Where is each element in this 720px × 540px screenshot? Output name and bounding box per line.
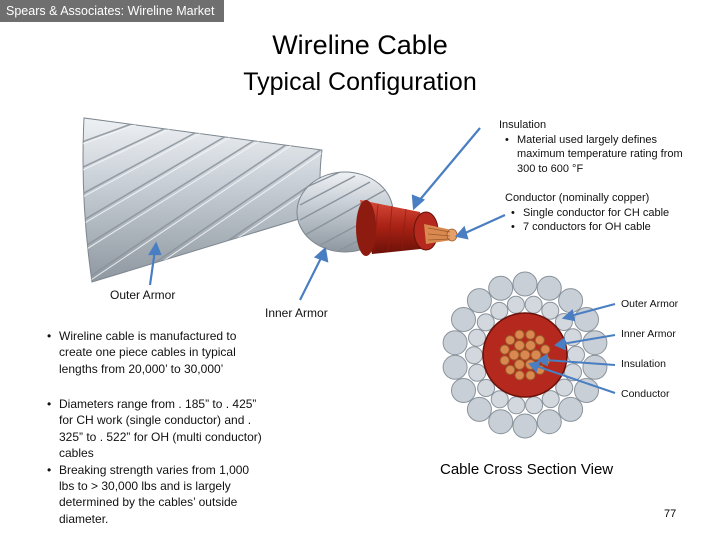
inner-armor-wire: [506, 295, 525, 314]
copper-conductor: [424, 224, 458, 244]
conductor-wire: [505, 364, 516, 375]
outer-armor-wire: [466, 396, 492, 422]
page-number: 77: [664, 508, 677, 520]
outer-armor-wire: [582, 354, 608, 380]
conductor-callout: Conductor (nominally copper) Single cond…: [505, 191, 705, 235]
outer-armor-wire: [442, 354, 468, 380]
conductor-wire: [508, 349, 520, 361]
conductor-wire: [525, 329, 536, 340]
outer-armor-wire: [466, 288, 492, 314]
inner-armor-wire: [567, 345, 585, 364]
fact-item-breaking-strength: Breaking strength varies from 1,000 lbs …: [47, 462, 262, 528]
cross-section-arrows: [528, 303, 616, 394]
outer-armor-wire: [442, 330, 468, 356]
conductor-wire: [499, 355, 510, 366]
slide-subtitle: Typical Configuration: [243, 68, 477, 96]
conductor-wire: [499, 344, 510, 355]
outer-armor-wire: [582, 330, 608, 356]
inner-armor-wire: [541, 301, 560, 320]
xs-outer-armor-label: Outer Armor: [621, 298, 679, 310]
conductor-wire: [540, 344, 551, 355]
inner-armor-wire: [476, 313, 495, 332]
outer-armor-wire: [451, 307, 476, 332]
outer-armor-wire: [574, 378, 599, 403]
conductor-wire: [514, 359, 525, 370]
header-banner: Spears & Associates: Wireline Market: [0, 0, 224, 22]
inner-armor-wire: [465, 346, 483, 365]
inner-armor-label: Inner Armor: [265, 306, 328, 320]
cross-section-conductors: [499, 329, 551, 381]
insulation-callout-title: Insulation: [499, 119, 547, 131]
conductor-callout-bullet-oh: 7 conductors for OH cable: [505, 220, 705, 235]
insulation-jacket: [356, 200, 439, 256]
inner-armor-wire: [541, 390, 560, 409]
outer-armor-wire: [536, 275, 562, 301]
inner-armor-wire: [468, 328, 486, 347]
conductor-wire: [514, 340, 525, 351]
outer-armor-label: Outer Armor: [110, 288, 176, 302]
xs-conductor-label: Conductor: [621, 388, 670, 400]
outer-armor-wire: [558, 396, 584, 422]
conductor-wire: [534, 335, 545, 346]
cross-section-caption: Cable Cross Section View: [440, 461, 614, 478]
outer-armor-wire: [558, 288, 584, 314]
conductor-wire: [530, 349, 542, 361]
fact-item-lengths: Wireline cable is manufactured to create…: [47, 328, 257, 377]
outer-armor-wire: [488, 409, 514, 435]
facts-list-bottom: Diameters range from . 185” to . 425” fo…: [47, 396, 262, 527]
outer-armor-wire: [451, 378, 476, 403]
conductor-wire: [525, 370, 536, 381]
conductor-callout-bullet-ch: Single conductor for CH cable: [505, 206, 705, 221]
insulation-callout-bullet: Material used largely defines maximum te…: [499, 133, 699, 177]
facts-list-top: Wireline cable is manufactured to create…: [47, 328, 257, 377]
conductor-wire: [514, 370, 525, 381]
inner-armor-wire: [490, 301, 509, 320]
outer-armor-wire: [512, 271, 538, 297]
conductor-wire: [505, 335, 516, 346]
insulation-callout: Insulation Material used largely defines…: [499, 118, 699, 176]
callout-arrows: [148, 127, 506, 301]
outer-armor-wire: [536, 409, 562, 435]
cross-section-outer-armor-wires: [442, 271, 608, 439]
inner-armor-wire: [477, 379, 496, 397]
inner-armor-wire: [468, 363, 487, 382]
slide-title: Wireline Cable: [272, 30, 448, 60]
inner-armor-wire: [525, 396, 544, 415]
conductor-wire: [514, 329, 525, 340]
fact-item-diameters: Diameters range from . 185” to . 425” fo…: [47, 396, 262, 462]
conductor-wire: [519, 349, 531, 361]
conductor-wire: [525, 340, 536, 351]
inner-armor-wire: [507, 396, 526, 415]
xs-inner-armor-label: Inner Armor: [621, 328, 676, 340]
inner-armor-wire: [490, 390, 509, 409]
outer-armor-wire: [512, 413, 538, 439]
outer-armor-wire: [488, 275, 514, 301]
xs-insulation-label: Insulation: [621, 358, 666, 370]
conductor-callout-title: Conductor (nominally copper): [505, 192, 650, 204]
inner-armor-wire: [555, 378, 574, 397]
inner-armor-wire: [524, 295, 543, 314]
